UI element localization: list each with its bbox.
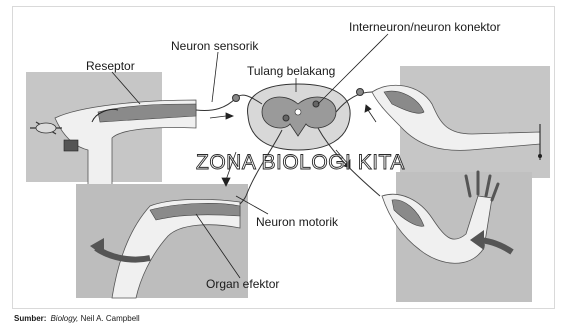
spinal-cord [248, 84, 351, 150]
effector-organ-label: Organ efektor [206, 277, 279, 291]
caption-label: Sumber: [14, 314, 46, 323]
spinal-cord-label: Tulang belakang [247, 64, 335, 78]
caption-title: Biology, [50, 314, 78, 323]
motor-neuron-label: Neuron motorik [256, 215, 338, 229]
interneuron-label: Interneuron/neuron konektor [349, 20, 500, 34]
sensory-neuron-label: Neuron sensorik [171, 39, 258, 53]
arm-withdraw-panel [382, 172, 532, 302]
receptor-panel [26, 72, 196, 186]
receptor-label: Reseptor [86, 59, 135, 73]
caption-author: Neil A. Campbell [81, 314, 140, 323]
source-caption: Sumber: Biology, Neil A. Campbell [14, 314, 140, 323]
watermark-text: ZONA BIOLOGI KITA [196, 151, 405, 175]
